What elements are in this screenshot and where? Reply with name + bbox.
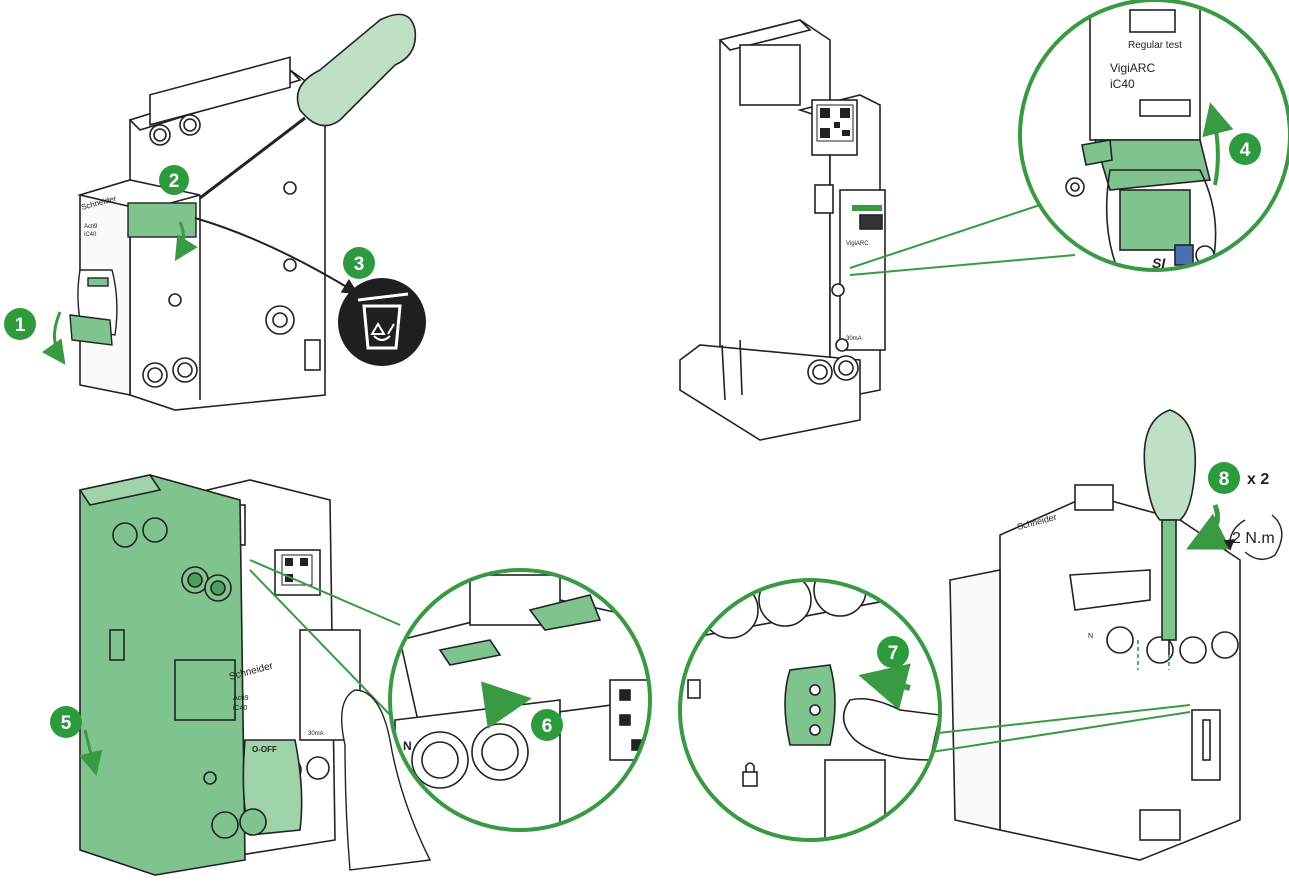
off-mark-label: O-OFF [252,745,277,754]
neutral-label: N [1088,633,1093,640]
model-ic40-label: iC40 [233,705,248,712]
sensitivity-label: 30mA [308,731,324,737]
model-ic40-label: iC40 [84,232,97,238]
vigiarc-label-small: VigiARC [846,241,869,247]
screwdriver-icon [199,13,417,200]
arrow-step-5 [78,729,103,776]
panel-step-5-6: 30mA Schneider Acti9 iC40 O-OFF [78,474,652,876]
panel-step-1-3: Schneider Acti9 iC40 [41,13,426,411]
svg-text:8: 8 [1219,469,1230,490]
step-badge-6: 6 [531,709,563,741]
green-breaker [78,474,303,876]
callout-line [919,704,1191,736]
svg-text:2: 2 [169,171,180,192]
arrow-step-1 [41,311,66,365]
finger-hand [340,689,432,871]
step-badge-7: 7 [877,636,909,668]
svg-text:6: 6 [542,716,553,737]
callout-line [849,199,1056,269]
svg-text:7: 7 [888,643,899,664]
callout-line [249,559,401,626]
si-label: SI [1152,255,1166,271]
vigiarc-label: VigiARC [1110,61,1155,75]
svg-text:4: 4 [1240,140,1251,161]
callout-line [249,569,396,721]
zoom-circle-step-7 [678,578,942,842]
vigiarc-body [679,19,886,441]
curved-arrow-icon [1186,504,1231,550]
panel-step-4: VigiARC 30mA Regular test [679,0,1289,441]
breaker-body [76,56,326,411]
sensitivity-label: 30mA [846,336,862,342]
step-badge-5: 5 [50,706,82,738]
torque-label: 2 N.m [1232,530,1275,547]
callout-line [849,254,1076,276]
step-badge-8: 8 [1208,462,1240,494]
screwdriver-icon [1137,409,1197,670]
arrow-step-4 [1202,102,1234,186]
arrow-step-6 [480,681,532,729]
assembly-body [949,484,1241,861]
padlock-icon [742,762,758,787]
step-badge-3: 3 [343,247,375,279]
arrow-step-2 [174,221,198,262]
model-acti9-label: Acti9 [84,224,98,230]
zoom-circle-step-6: N [388,568,652,832]
regular-test-label: Regular test [1128,40,1182,51]
svg-text:1: 1 [15,315,26,336]
vigiarc-model-label: iC40 [1110,77,1135,91]
neutral-label: N [403,739,412,753]
multiplier-label: x 2 [1247,471,1269,488]
step-badge-2: 2 [159,165,189,195]
arrow-step-3 [194,217,359,295]
step-badge-1: 1 [4,308,36,340]
qr-code [816,104,854,142]
svg-text:3: 3 [354,254,365,275]
step-badge-4: 4 [1229,133,1261,165]
toggle-lever [69,269,118,346]
green-label-strip [127,202,197,238]
model-acti9-label: Acti9 [233,695,249,702]
arrow-step-7 [858,663,911,711]
zoom-circle-step-4: Regular test VigiARC iC40 SI [1018,0,1289,272]
recycle-bin-icon [338,278,426,366]
torque-rotation-icon [1223,514,1283,560]
svg-text:5: 5 [61,713,72,734]
panel-step-7-8: Schneider N [678,409,1283,861]
